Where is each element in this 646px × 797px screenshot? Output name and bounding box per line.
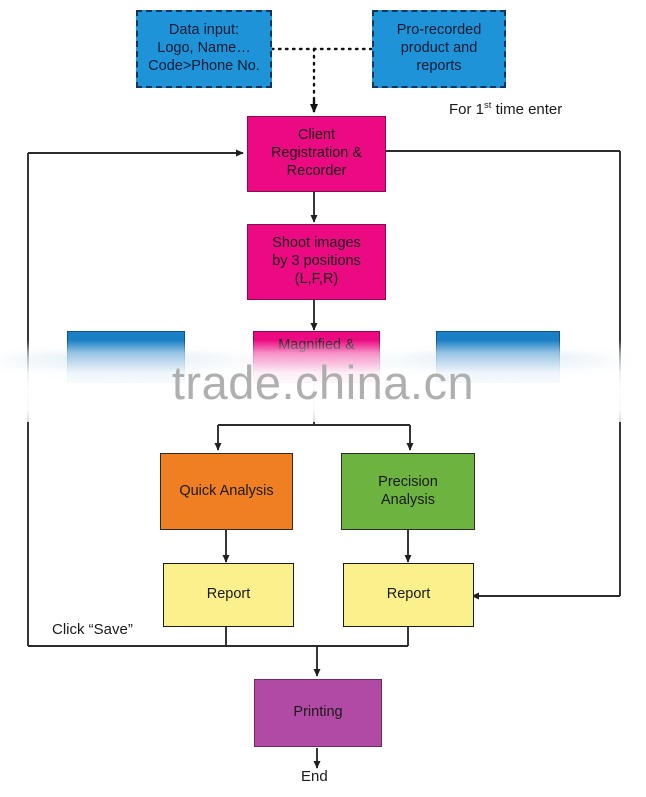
node-magnified-line1: Magnified & <box>278 337 355 353</box>
node-shoot-images[interactable]: Shoot images by 3 positions (L,F,R) <box>247 224 386 300</box>
node-right-blue[interactable] <box>436 331 560 383</box>
node-shoot-images-line2: by 3 positions <box>272 253 361 270</box>
label-first-time-enter-post: time enter <box>491 101 563 118</box>
node-precision-analysis-line2: Analysis <box>381 491 435 508</box>
label-click-save: Click “Save” <box>52 621 133 638</box>
node-report-left-line1: Report <box>206 586 251 603</box>
label-first-time-enter-pre: For 1 <box>449 101 485 118</box>
node-left-blue[interactable] <box>67 331 185 383</box>
node-quick-analysis-line1: Quick Analysis <box>179 482 274 499</box>
node-quick-analysis[interactable]: Quick Analysis <box>160 453 293 530</box>
node-pro-recorded[interactable]: Pro-recorded product and reports <box>372 10 506 88</box>
node-report-right[interactable]: Report <box>343 563 474 627</box>
node-pro-recorded-line1: Pro-recorded <box>396 22 482 39</box>
node-data-input-line2: Logo, Name… <box>157 40 251 57</box>
node-client-registration[interactable]: Client Registration & Recorder <box>247 116 386 192</box>
node-printing[interactable]: Printing <box>254 679 382 747</box>
node-client-registration-line1: Client <box>297 127 336 144</box>
node-client-registration-line2: Registration & <box>270 145 363 162</box>
node-pro-recorded-line2: product and <box>400 40 478 57</box>
node-pro-recorded-line3: reports <box>416 57 462 74</box>
node-data-input[interactable]: Data input: Logo, Name… Code>Phone No. <box>136 10 272 88</box>
node-precision-analysis[interactable]: Precision Analysis <box>341 453 475 530</box>
label-first-time-enter-sup: st <box>484 100 492 111</box>
node-data-input-line3: Code>Phone No. <box>148 57 260 74</box>
node-client-registration-line3: Recorder <box>286 162 347 179</box>
node-shoot-images-line1: Shoot images <box>272 235 361 252</box>
node-report-right-line1: Report <box>386 586 431 603</box>
node-printing-line1: Printing <box>293 704 343 721</box>
dotted-connector-inputs <box>270 47 374 108</box>
node-shoot-images-line3: (L,F,R) <box>294 270 339 287</box>
label-end: End <box>301 768 328 785</box>
node-report-left[interactable]: Report <box>163 563 294 627</box>
node-magnified[interactable]: Magnified & <box>253 331 380 383</box>
label-first-time-enter: For 1st time enter <box>449 100 562 118</box>
node-precision-analysis-line1: Precision <box>378 473 438 490</box>
node-data-input-line1: Data input: <box>168 22 240 39</box>
